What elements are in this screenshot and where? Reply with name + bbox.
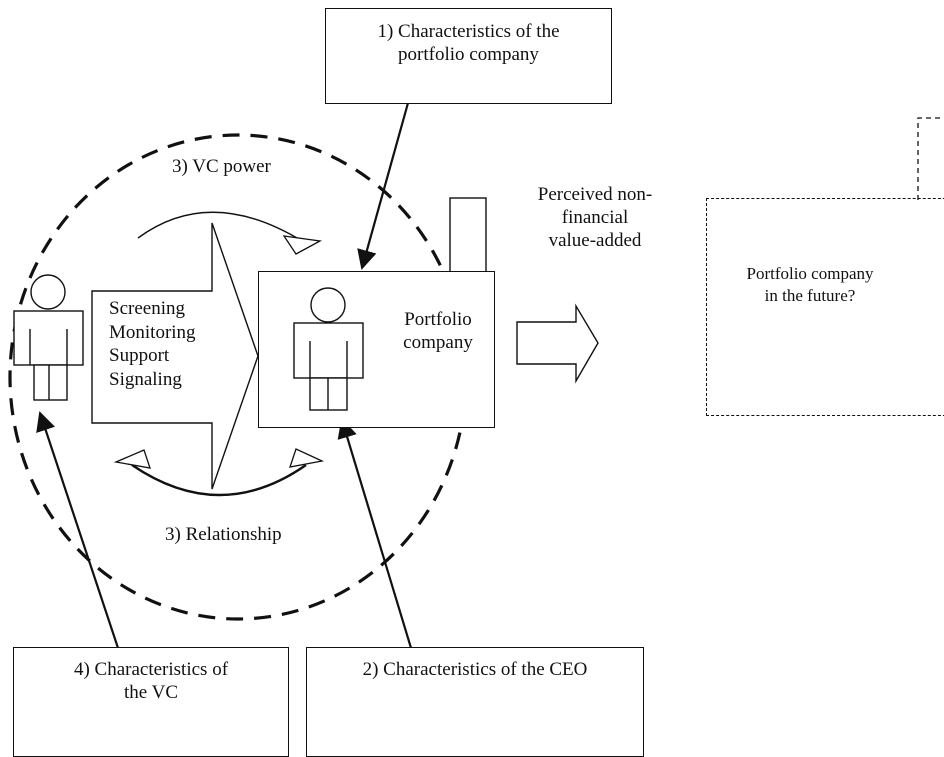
portfolio-characteristics-label: 1) Characteristics of the portfolio comp… — [326, 20, 611, 66]
relationship-arrowhead-left — [113, 449, 151, 469]
relationship-label: 3) Relationship — [165, 524, 282, 545]
portfolio-chimney — [449, 197, 487, 273]
portfolio-company-line-2: company — [403, 332, 473, 353]
relationship-arrowhead-right — [289, 448, 325, 468]
vc-power-arrowhead — [282, 235, 323, 255]
vc-characteristics-line-2: the VC — [123, 682, 178, 703]
vc-power-label: 3) VC power — [172, 156, 271, 177]
vc-person-icon — [13, 274, 84, 401]
activity-support: Support — [109, 345, 170, 366]
value-added-line-2: financial — [561, 207, 629, 228]
future-box-dashed-stub — [917, 117, 944, 200]
value-added-label: Perceived non- financial value-added — [510, 183, 680, 252]
future-portfolio-company-box: Portfolio company in the future? — [706, 198, 944, 416]
vc-activities-list: Screening Monitoring Support Signaling — [109, 297, 196, 391]
portfolio-company-line-1: Portfolio — [404, 309, 472, 330]
relationship-curve-arrow — [131, 464, 307, 497]
ceo-person-icon — [293, 287, 364, 411]
ceo-characteristics-box: 2) Characteristics of the CEO — [306, 647, 644, 757]
portfolio-characteristics-line-1: 1) Characteristics of the — [377, 21, 560, 42]
activity-monitoring: Monitoring — [109, 321, 196, 343]
arrow-ceo-characteristics — [337, 418, 413, 649]
activity-screening: Screening — [109, 298, 185, 319]
outcome-block-arrow — [516, 303, 599, 384]
vc-power-curve-arrow — [137, 211, 303, 242]
diagram-canvas: Portfolio company 1) Characteristics of … — [8, 8, 944, 757]
diagram-graphics — [8, 102, 944, 649]
value-added-line-1: Perceived non- — [537, 184, 653, 205]
arrow-portfolio-characteristics — [357, 102, 410, 270]
vc-characteristics-box: 4) Characteristics of the VC — [13, 647, 289, 757]
value-added-line-3: value-added — [548, 230, 642, 251]
portfolio-company-box: Portfolio company — [258, 271, 495, 428]
future-company-line-2: in the future? — [764, 286, 856, 305]
vc-activities-arrow — [91, 222, 259, 490]
portfolio-characteristics-line-2: portfolio company — [398, 44, 539, 65]
arrow-vc-characteristics — [36, 411, 120, 649]
vc-characteristics-label: 4) Characteristics of the VC — [14, 658, 288, 704]
future-company-line-1: Portfolio company — [746, 264, 874, 283]
activity-signaling: Signaling — [109, 368, 182, 390]
ceo-characteristics-label: 2) Characteristics of the CEO — [362, 659, 588, 680]
portfolio-characteristics-box: 1) Characteristics of the portfolio comp… — [325, 8, 612, 104]
portfolio-company-label: Portfolio company — [383, 308, 493, 354]
vc-characteristics-line-1: 4) Characteristics of — [73, 659, 229, 680]
future-company-label: Portfolio company in the future? — [707, 263, 913, 307]
